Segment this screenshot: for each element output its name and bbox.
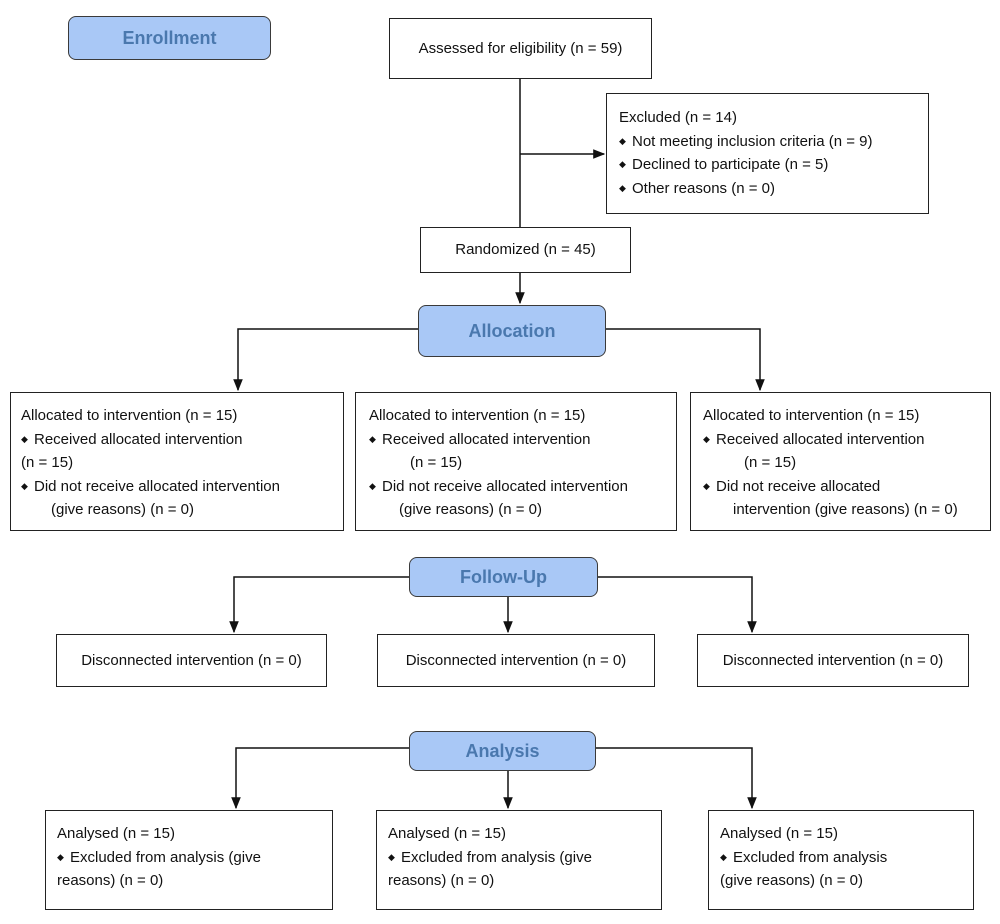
assessed-eligibility-text: Assessed for eligibility (n = 59) xyxy=(418,39,623,57)
stage-analysis: Analysis xyxy=(409,731,596,771)
received-intervention: ◆Received allocated intervention xyxy=(369,428,676,452)
bullet-icon: ◆ xyxy=(21,480,28,491)
excluded-item: ◆Other reasons (n = 0) xyxy=(619,177,928,201)
stage-enrollment: Enrollment xyxy=(68,16,271,60)
received-count: (n = 15) xyxy=(21,454,74,471)
received-intervention: ◆Received allocated intervention xyxy=(21,428,343,452)
connector-analysis-left xyxy=(231,747,409,810)
connector-allocation-left xyxy=(233,328,418,392)
allocation-group-box: Allocated to intervention (n = 15) ◆Rece… xyxy=(10,392,344,531)
disconnected-text: Disconnected intervention (n = 0) xyxy=(81,651,302,669)
allocation-group-box: Allocated to intervention (n = 15) ◆Rece… xyxy=(355,392,677,531)
bullet-icon: ◆ xyxy=(720,851,727,862)
excluded-title: Excluded (n = 14) xyxy=(619,109,737,126)
not-received-intervention: ◆Did not receive allocated xyxy=(703,475,990,499)
follow-up-group-box: Disconnected intervention (n = 0) xyxy=(697,634,969,687)
not-received-intervention: ◆Did not receive allocated intervention xyxy=(369,475,676,499)
analysis-group-box: Analysed (n = 15) ◆Excluded from analysi… xyxy=(376,810,662,910)
allocation-group-box: Allocated to intervention (n = 15) ◆Rece… xyxy=(690,392,991,531)
excluded-item: ◆Not meeting inclusion criteria (n = 9) xyxy=(619,130,928,154)
follow-up-group-box: Disconnected intervention (n = 0) xyxy=(56,634,327,687)
not-received-intervention: ◆Did not receive allocated intervention xyxy=(21,475,343,499)
disconnected-text: Disconnected intervention (n = 0) xyxy=(405,651,627,669)
bullet-icon: ◆ xyxy=(388,851,395,862)
excluded-analysis-count: reasons) (n = 0) xyxy=(388,872,495,889)
bullet-icon: ◆ xyxy=(369,480,376,491)
excluded-analysis-count: (give reasons) (n = 0) xyxy=(720,872,863,889)
analysed-title: Analysed (n = 15) xyxy=(720,825,838,842)
bullet-icon: ◆ xyxy=(619,182,626,193)
analysed-title: Analysed (n = 15) xyxy=(57,825,175,842)
excluded-analysis: ◆Excluded from analysis xyxy=(720,846,973,870)
received-intervention: ◆Received allocated intervention xyxy=(703,428,990,452)
allocation-title: Allocated to intervention (n = 15) xyxy=(369,407,586,424)
assessed-eligibility-box: Assessed for eligibility (n = 59) xyxy=(389,18,652,79)
follow-up-group-box: Disconnected intervention (n = 0) xyxy=(377,634,655,687)
connector-followup-right xyxy=(598,576,757,634)
connector-allocation-right xyxy=(606,328,765,392)
received-count: (n = 15) xyxy=(744,454,797,471)
analysis-group-box: Analysed (n = 15) ◆Excluded from analysi… xyxy=(45,810,333,910)
stage-follow-up: Follow-Up xyxy=(409,557,598,597)
not-received-count: intervention (give reasons) (n = 0) xyxy=(733,501,958,518)
bullet-icon: ◆ xyxy=(57,851,64,862)
analysis-group-box: Analysed (n = 15) ◆Excluded from analysi… xyxy=(708,810,974,910)
bullet-icon: ◆ xyxy=(369,433,376,444)
randomized-box: Randomized (n = 45) xyxy=(420,227,631,273)
excluded-analysis: ◆Excluded from analysis (give xyxy=(57,846,332,870)
not-received-count: (give reasons) (n = 0) xyxy=(399,501,542,518)
connector-followup-left xyxy=(229,576,409,634)
randomized-text: Randomized (n = 45) xyxy=(455,241,596,259)
excluded-box: Excluded (n = 14) ◆Not meeting inclusion… xyxy=(606,93,929,214)
analysed-title: Analysed (n = 15) xyxy=(388,825,506,842)
bullet-icon: ◆ xyxy=(703,433,710,444)
stage-allocation: Allocation xyxy=(418,305,606,357)
bullet-icon: ◆ xyxy=(703,480,710,491)
excluded-analysis: ◆Excluded from analysis (give xyxy=(388,846,661,870)
bullet-icon: ◆ xyxy=(21,433,28,444)
disconnected-text: Disconnected intervention (n = 0) xyxy=(722,651,944,669)
allocation-title: Allocated to intervention (n = 15) xyxy=(703,407,920,424)
allocation-title: Allocated to intervention (n = 15) xyxy=(21,407,238,424)
not-received-count: (give reasons) (n = 0) xyxy=(51,501,194,518)
bullet-icon: ◆ xyxy=(619,135,626,146)
connector-analysis-right xyxy=(596,747,757,810)
excluded-item: ◆Declined to participate (n = 5) xyxy=(619,153,928,177)
received-count: (n = 15) xyxy=(410,454,463,471)
bullet-icon: ◆ xyxy=(619,159,626,169)
excluded-analysis-count: reasons) (n = 0) xyxy=(57,872,164,889)
